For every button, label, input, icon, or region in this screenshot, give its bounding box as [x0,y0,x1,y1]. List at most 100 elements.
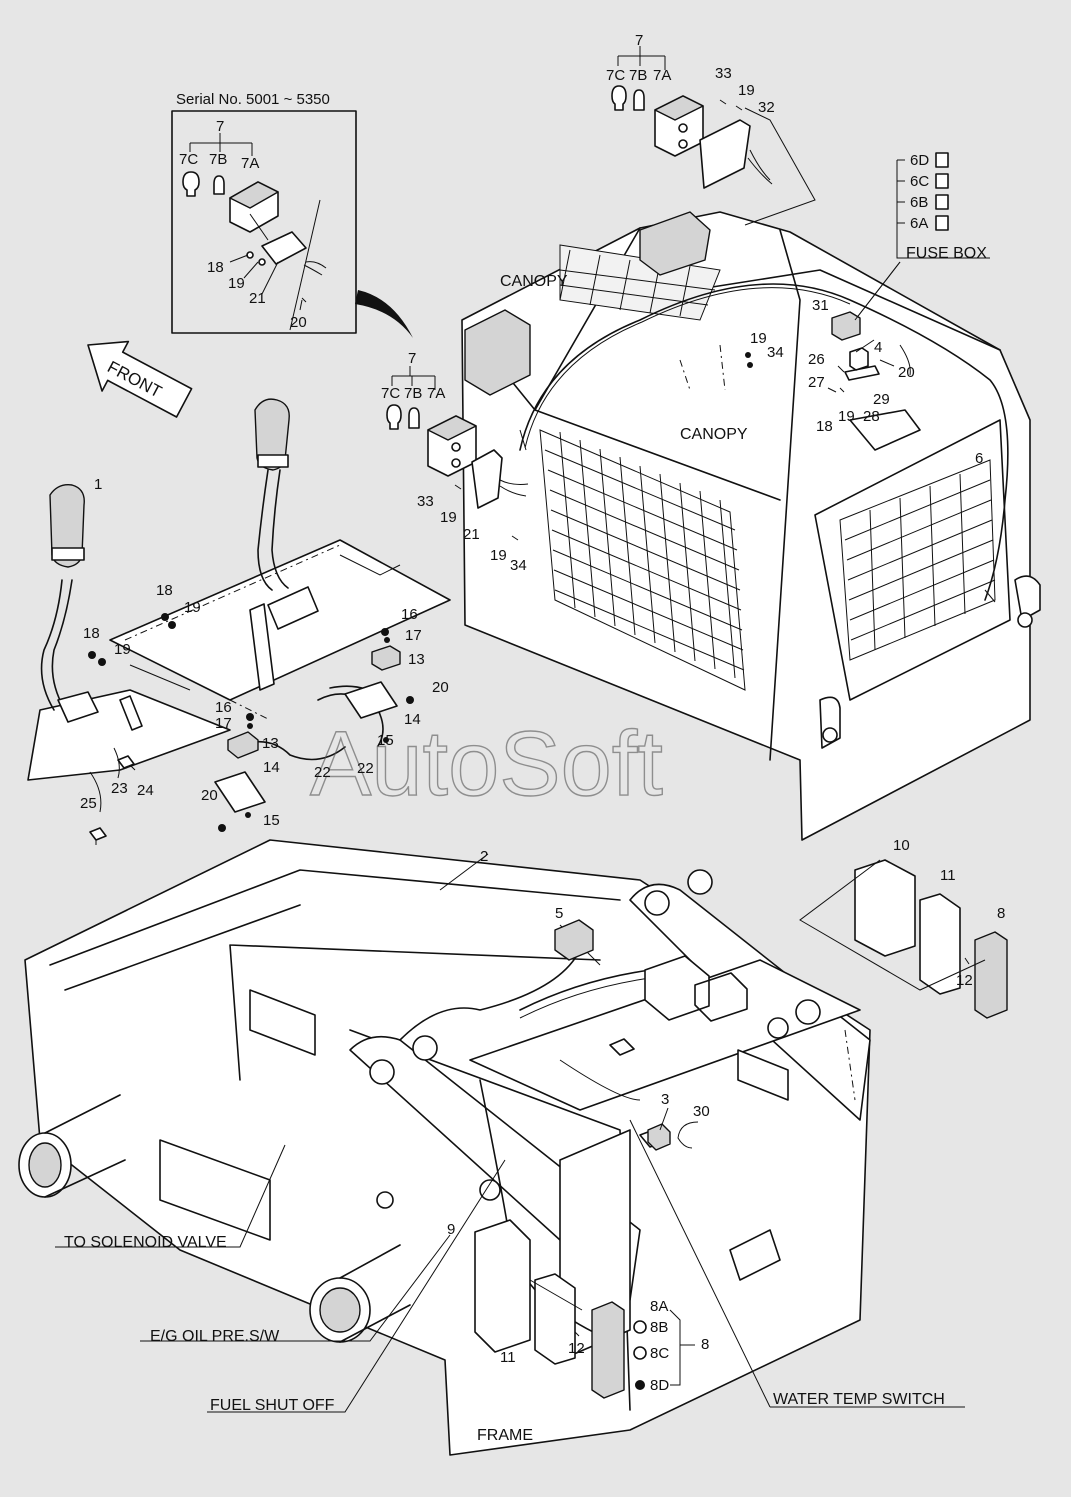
part-number: 10 [893,837,910,854]
fuse-icon [935,194,949,210]
part-number: 13 [408,651,425,668]
part-number-labels: 7 7C 7B 7A 18 19 21 20 7 7C 7B 7A 33 19 … [80,32,1005,1394]
bulb-icon [611,85,627,111]
bulb-icon [386,404,402,430]
fuse-icon [935,152,949,168]
tail-lamp-right [974,931,1008,1019]
rear-lamp-left [464,309,531,396]
part-number: 7C [179,151,198,168]
inset-serial-title: Serial No. 5001 ~ 5350 [176,91,330,108]
part-number: 29 [873,391,890,408]
lamp-bracket [261,231,307,265]
lamp-bracket [699,119,751,189]
part-number: 4 [874,339,882,356]
part-number: 20 [898,364,915,381]
part-number: 18 [156,582,173,599]
part-number: 7 [216,118,224,135]
part-number: 8 [997,905,1005,922]
tail-lamp-bracket [474,1219,531,1353]
part-number: 21 [249,290,266,307]
part-number: 6A [910,215,928,232]
part-number: 19 [750,330,767,347]
part-number: 7C [606,67,625,84]
part-number: 6 [975,450,983,467]
top-lamp-group [611,46,816,226]
part-number: 2 [480,848,488,865]
callout-solenoid-valve: TO SOLENOID VALVE [64,1234,227,1251]
part-number: 22 [314,764,331,781]
part-number: 23 [111,780,128,797]
part-number: 21 [463,526,480,543]
canopy [461,211,1041,841]
watermark: AutoSoft [310,713,663,815]
part-number: 7B [209,151,227,168]
part-number: 20 [432,679,449,696]
part-number: 33 [715,65,732,82]
part-number: 18 [207,259,224,276]
part-number: 19 [184,599,201,616]
left-lamp-group [386,366,529,541]
connector-icon [554,919,594,961]
part-number: 20 [290,314,307,331]
part-number: 9 [447,1221,455,1238]
part-number: 15 [377,732,394,749]
part-number: 17 [405,627,422,644]
fuse-icon [935,215,949,231]
label-fuse-box: FUSE BOX [906,245,987,262]
roof-handle [849,409,921,451]
part-number: 28 [863,408,880,425]
pointer-arrow [355,290,413,338]
label-canopy-top: CANOPY [500,273,568,290]
harness-canopy [519,283,1009,601]
part-number: 11 [500,1349,516,1366]
inset-frame [171,110,357,334]
part-number: 1 [94,476,102,493]
tail-lamp-bracket [854,859,916,957]
part-number: 7 [635,32,643,49]
rear-lamp-right [639,211,711,276]
machine-frame [18,839,1008,1456]
part-number: 7 [408,350,416,367]
part-number: 8D [650,1377,669,1394]
front-arrow: FRONT [87,340,193,418]
fuse-icon [935,173,949,189]
callout-water-temp-switch: WATER TEMP SWITCH [773,1391,945,1408]
part-number: 15 [263,812,280,829]
bulb-icon [633,1346,647,1360]
part-number: 22 [357,760,374,777]
part-number: 20 [201,787,218,804]
part-number: 13 [262,735,279,752]
part-number: 16 [215,699,232,716]
part-number: 31 [812,297,829,314]
part-number: 7A [653,67,671,84]
part-number: 7B [404,385,422,402]
part-number: 32 [758,99,775,116]
part-number: 12 [568,1340,585,1357]
part-number: 24 [137,782,154,799]
part-number: 11 [940,867,956,884]
part-number: 7A [241,155,259,172]
part-number: 34 [767,344,784,361]
part-number: 19 [114,641,131,658]
part-number: 6C [910,173,929,190]
part-number: 5 [555,905,563,922]
part-number: 7B [629,67,647,84]
part-number: 14 [263,759,280,776]
part-number: 19 [738,82,755,99]
part-number: 16 [401,606,418,623]
tail-lamp-left [591,1301,625,1399]
part-number: 6D [910,152,929,169]
part-number: 14 [404,711,421,728]
bulb-icon [635,1380,645,1390]
bulb-icon [182,171,225,197]
part-number: 8 [701,1336,709,1353]
part-number: 33 [417,493,434,510]
serial-inset: Serial No. 5001 ~ 5350 [171,91,357,334]
part-number: 8B [650,1319,668,1336]
part-number: 34 [510,557,527,574]
part-number: 8C [650,1345,669,1362]
part-number: 19 [838,408,855,425]
callout-eg-oil-pre-sw: E/G OIL PRE.S/W [150,1328,280,1345]
bulb-icon [633,1320,647,1334]
